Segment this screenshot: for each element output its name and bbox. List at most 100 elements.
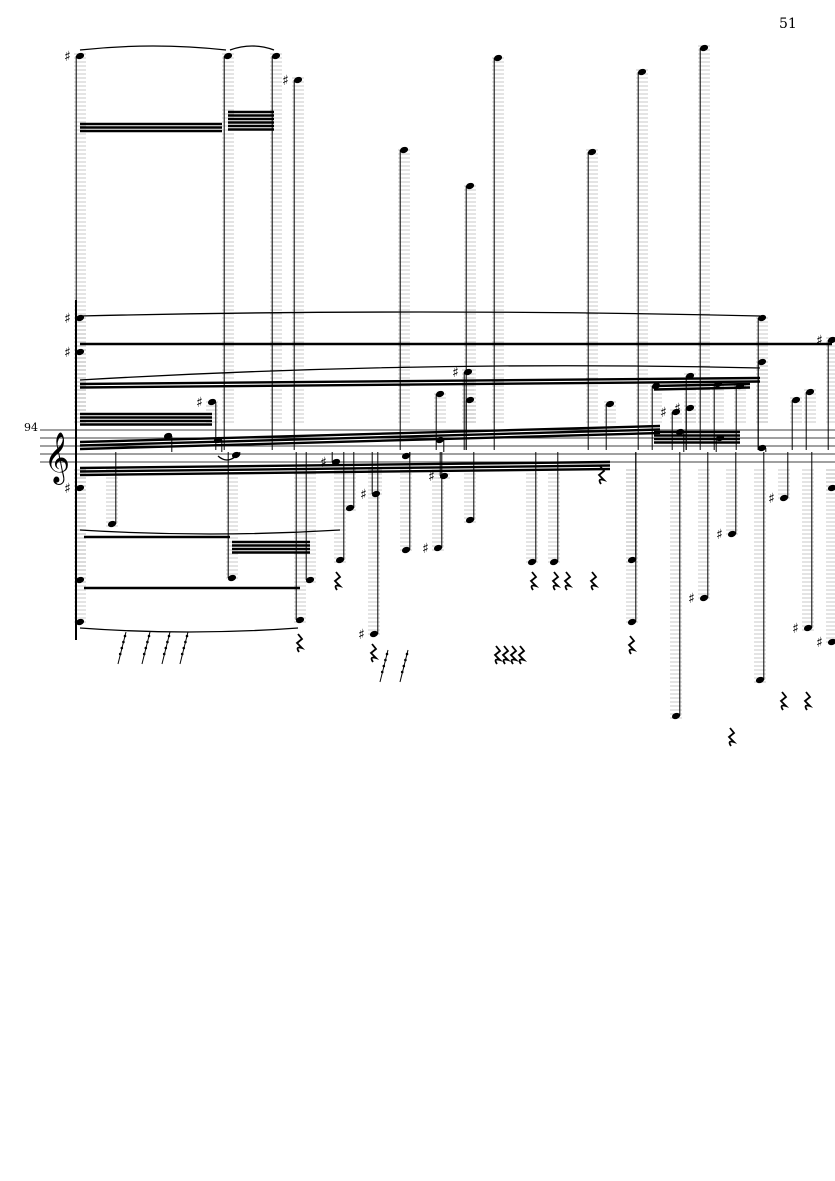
page-number: 51	[779, 16, 797, 32]
grace-note-dot	[164, 646, 168, 650]
sharp-icon: ♯	[688, 591, 695, 607]
note-head	[827, 484, 835, 492]
note-head	[791, 396, 801, 404]
beam	[653, 386, 751, 391]
grace-note-dot	[380, 670, 384, 674]
note-head	[75, 576, 85, 584]
note-head	[699, 44, 709, 52]
note-head	[627, 556, 637, 564]
note-head	[671, 712, 681, 720]
note-head	[223, 52, 233, 60]
grace-note-dot	[146, 640, 149, 644]
note-head	[435, 390, 445, 398]
note-head	[465, 396, 475, 404]
grace-tremolo-group	[117, 631, 409, 683]
grace-note-dot	[404, 658, 407, 662]
note-head	[675, 428, 685, 436]
note-head	[213, 436, 223, 444]
note-head	[757, 314, 767, 322]
treble-clef-icon: 𝄞	[44, 432, 70, 485]
note-head	[735, 382, 745, 390]
note-head	[227, 574, 237, 582]
note-head	[331, 458, 341, 466]
grace-note-dot	[400, 670, 404, 674]
grace-note-dot	[180, 652, 184, 656]
note-head	[335, 556, 345, 564]
quarter-rest-icon	[333, 571, 344, 591]
quarter-rest-icon	[369, 643, 380, 663]
tie-arc	[229, 45, 275, 51]
sharp-icon: ♯	[452, 365, 459, 381]
grace-note-dot	[147, 634, 151, 638]
beam	[79, 464, 611, 473]
grace-note-dot	[120, 646, 124, 650]
note-head	[75, 348, 85, 356]
quarter-rest-icon	[727, 727, 738, 747]
note-head	[163, 432, 173, 440]
note-head	[75, 484, 85, 492]
note-head	[463, 368, 473, 376]
sharp-icon: ♯	[792, 621, 799, 637]
grace-note-dot	[167, 634, 171, 638]
note-head	[527, 558, 537, 566]
quarter-rest-icon	[529, 571, 540, 591]
note-head	[75, 618, 85, 626]
quarter-rest-icon	[589, 571, 600, 591]
sharp-icon: ♯	[358, 627, 365, 643]
note-head	[685, 404, 695, 412]
treble-clef-glyph: 𝄞	[44, 432, 70, 485]
note-head	[231, 451, 241, 459]
note-head	[779, 494, 789, 502]
note-head	[757, 358, 767, 366]
sharp-icon: ♯	[360, 487, 367, 503]
note-head	[755, 676, 765, 684]
note-head	[369, 630, 379, 638]
sharp-icon: ♯	[320, 455, 327, 471]
quarter-rest-icon	[551, 571, 562, 591]
note-head	[605, 400, 615, 408]
note-head	[715, 434, 725, 442]
note-head	[549, 558, 559, 566]
note-head	[651, 382, 661, 390]
note-group: ♯♯♯♯♯♯♯♯♯♯♯♯♯♯♯♯♯♯♯♯	[64, 44, 835, 720]
note-head	[401, 452, 411, 460]
note-head	[587, 148, 597, 156]
quarter-rest-icon	[493, 645, 504, 665]
note-head	[827, 336, 835, 344]
grace-note-dot	[162, 652, 166, 656]
quarter-rest-icon	[597, 465, 608, 485]
sharp-icon: ♯	[768, 491, 775, 507]
tie-arc	[79, 529, 341, 535]
tie-arc	[79, 627, 299, 633]
note-head	[433, 544, 443, 552]
grace-note-dot	[142, 652, 146, 656]
note-head	[107, 520, 117, 528]
quarter-rest-icon	[295, 633, 306, 653]
note-head	[637, 68, 647, 76]
sharp-icon: ♯	[282, 73, 289, 89]
sharp-icon: ♯	[660, 405, 667, 421]
note-head	[435, 436, 445, 444]
note-head	[727, 530, 737, 538]
note-head	[713, 380, 723, 388]
note-head	[75, 314, 85, 322]
sharp-icon: ♯	[816, 333, 823, 349]
note-head	[465, 182, 475, 190]
note-head	[295, 616, 305, 624]
note-head	[803, 624, 813, 632]
sharp-icon: ♯	[64, 49, 71, 65]
sharp-icon: ♯	[816, 635, 823, 651]
grace-note-dot	[122, 640, 125, 644]
grace-note-dot	[185, 634, 189, 638]
note-head	[75, 52, 85, 60]
grace-note-dot	[384, 658, 387, 662]
sharp-icon: ♯	[674, 401, 681, 417]
grace-note-dot	[402, 664, 406, 668]
note-head	[293, 76, 303, 84]
grace-note-dot	[123, 634, 127, 638]
note-head	[685, 372, 695, 380]
sharp-icon: ♯	[64, 311, 71, 327]
sharp-icon: ♯	[716, 527, 723, 543]
grace-note-dot	[382, 664, 386, 668]
beam	[79, 424, 661, 444]
